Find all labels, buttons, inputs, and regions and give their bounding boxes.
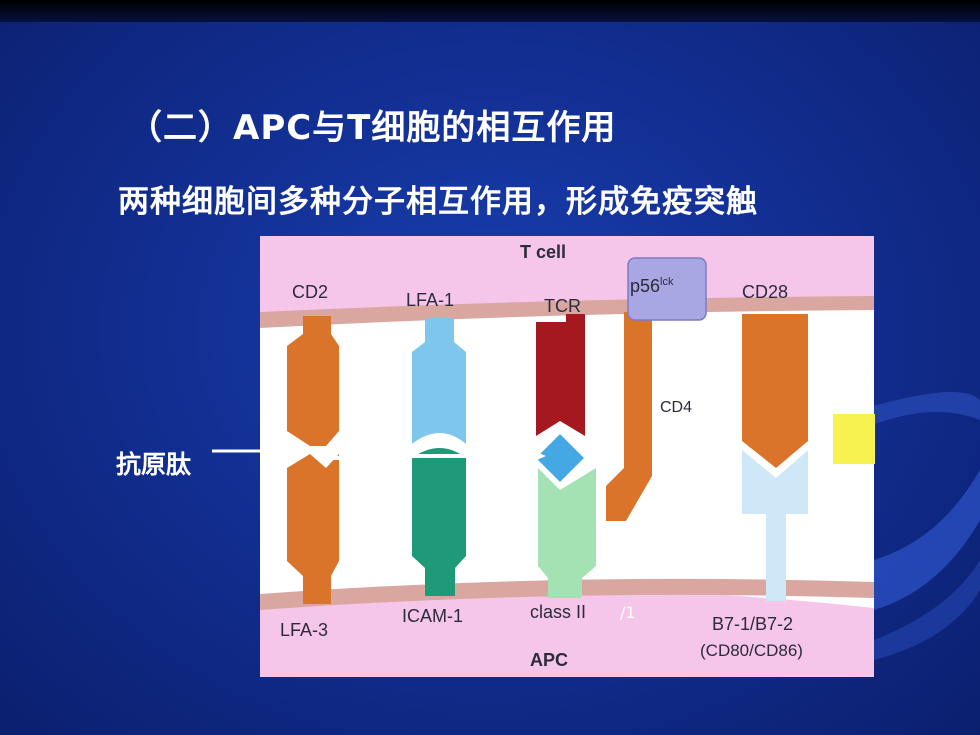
cd2-label: CD2 bbox=[292, 282, 328, 302]
antigen-peptide-label: 抗原肽 bbox=[116, 450, 192, 479]
immune-synapse-figure: T cell CD2 LFA-1 TCR p56lck CD28 CD4 LFA… bbox=[260, 236, 874, 677]
b7-label: B7-1/B7-2 bbox=[712, 614, 793, 634]
p56lck-box bbox=[627, 257, 707, 321]
class-ii-label: class II bbox=[530, 602, 586, 622]
t-cell-label: T cell bbox=[520, 242, 566, 262]
tcr-molecule bbox=[536, 314, 585, 436]
cd2-molecule bbox=[287, 316, 339, 446]
stray-mark: /1 bbox=[620, 603, 636, 622]
lfa3-molecule bbox=[287, 454, 339, 604]
lfa1-icam1-pair bbox=[412, 318, 466, 596]
cd80-cd86-label: (CD80/CD86) bbox=[700, 641, 803, 660]
lfa1-label: LFA-1 bbox=[406, 290, 454, 310]
lfa3-label: LFA-3 bbox=[280, 620, 328, 640]
slide-subtitle: 两种细胞间多种分子相互作用，形成免疫突触 bbox=[118, 184, 758, 220]
cd2-lfa3-pair bbox=[287, 316, 339, 604]
peptide-diamond bbox=[531, 429, 589, 487]
tcr-label: TCR bbox=[544, 296, 581, 316]
cd28-b7-pair bbox=[742, 314, 808, 601]
tcr-mhc-pair bbox=[531, 314, 596, 598]
cd28-label: CD28 bbox=[742, 282, 788, 302]
b7-molecule bbox=[742, 450, 808, 601]
icam1-label: ICAM-1 bbox=[402, 606, 463, 626]
antigen-pointer-arrowhead bbox=[532, 450, 546, 462]
mhc-class-ii-molecule bbox=[538, 468, 596, 598]
icam1-molecule bbox=[412, 448, 466, 596]
t-cell-membrane bbox=[260, 296, 874, 328]
lfa1-molecule bbox=[412, 318, 466, 444]
slide-top-bar bbox=[0, 0, 980, 22]
cd4-molecule bbox=[606, 312, 652, 521]
yellow-highlight-box bbox=[833, 414, 875, 464]
p56-label: p56lck bbox=[630, 276, 674, 296]
slide-title: （二）APC与T细胞的相互作用 bbox=[128, 108, 617, 148]
cd4-label: CD4 bbox=[660, 399, 692, 416]
antigen-pointer-line bbox=[260, 453, 532, 460]
cd28-molecule bbox=[742, 314, 808, 468]
apc-label: APC bbox=[530, 650, 568, 670]
